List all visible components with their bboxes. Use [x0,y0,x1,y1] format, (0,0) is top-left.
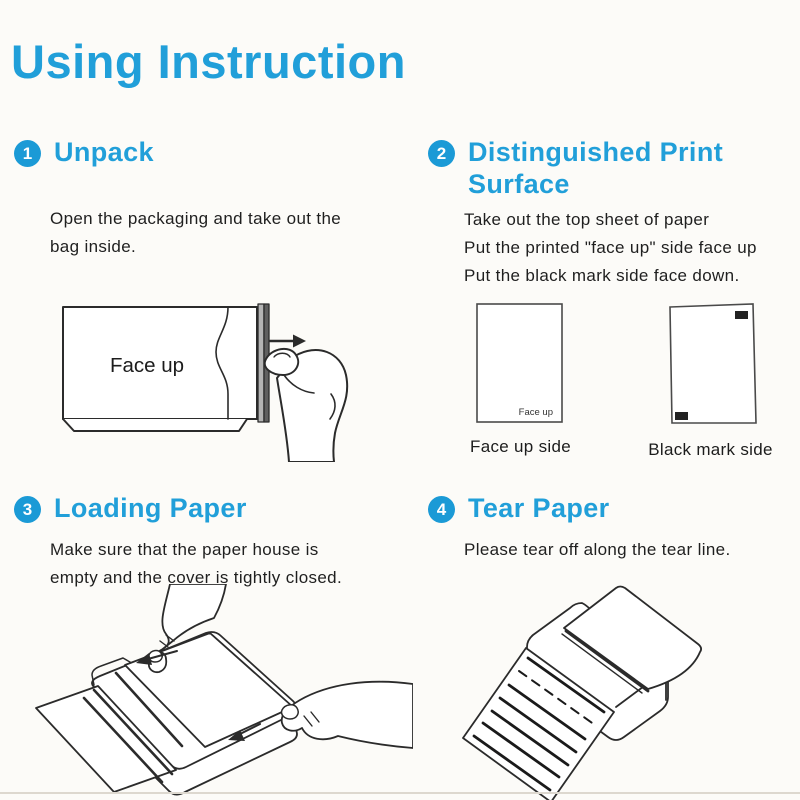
step-2-badge-icon: 2 [428,140,455,167]
insert-arrow-left-head-icon [136,653,152,665]
section-1-body: Open the packaging and take out the bag … [50,205,341,261]
black-mark-top [735,311,748,319]
thumb-line [283,374,315,394]
insert-arrow-left-icon [147,650,178,660]
loading-paper-illustration [28,584,413,800]
body-line: Put the black mark side face down. [464,266,740,285]
insert-arrow-right-head-icon [228,730,245,741]
section-1-title: Unpack [54,137,154,167]
tear-strip [257,303,265,423]
section-2-title: Distinguished Print Surface [468,137,724,199]
face-up-side-caption: Face up side [470,437,571,456]
page-title: Using Instruction [11,35,406,88]
insert-arrow-right-icon [237,723,261,736]
section-4-heading: 4 Tear Paper [428,492,610,524]
page-bottom-edge [0,792,800,794]
step-3-badge-icon: 3 [14,496,41,523]
finger-line [159,640,169,648]
section-1-heading: 1 Unpack [14,136,154,168]
pull-arrow-head-icon [293,334,306,348]
body-line: Take out the top sheet of paper [464,210,710,229]
input-slot-line [564,629,650,693]
fingertip-graphic [263,347,300,376]
finger-line [303,715,313,727]
section-3-heading: 3 Loading Paper [14,492,247,524]
body-line: Put the printed "face up" side face up [464,238,757,257]
sheet-face-up-label: Face up [519,407,553,418]
pack-face-up-label: Face up [110,354,184,377]
body-line: Make sure that the paper house is [50,540,319,559]
face-up-sheet [476,303,563,423]
pack-bottom-lip [62,418,248,432]
finger-line [310,711,320,723]
tear-line [518,670,596,726]
step-4-badge-icon: 4 [428,496,455,523]
supply-paper [563,585,703,690]
output-slot-line [92,688,174,776]
section-2-body: Take out the top sheet of paper Put the … [464,206,757,290]
section-4-body: Please tear off along the tear line. [464,536,731,564]
finger-line [165,634,175,642]
black-mark-sheet [669,303,757,424]
tear-paper-illustration [432,576,800,800]
knuckle-line [329,393,336,420]
wrapper-fold-line [215,306,229,420]
print-surface-illustration: Face up [440,296,800,432]
left-hand-graphic [147,584,227,674]
printer-left-cap-line [91,657,143,686]
section-2-heading: 2 Distinguished Print Surface [428,136,768,200]
body-line: bag inside. [50,237,137,256]
section-3-body: Make sure that the paper house is empty … [50,536,342,592]
hand-graphic [276,349,349,462]
unpack-illustration: Face up [30,282,380,462]
right-thumbtip [280,704,299,720]
input-slot-line [114,671,184,748]
right-hand-graphic [280,680,413,749]
black-mark-side-caption: Black mark side [648,440,773,459]
fingernail-line [273,352,291,358]
section-3-title: Loading Paper [54,493,247,523]
step-1-badge-icon: 1 [14,140,41,167]
body-line: Open the packaging and take out the [50,209,342,228]
output-slot-line-2 [82,696,164,784]
input-slot-line-2 [561,633,643,694]
section-4-title: Tear Paper [468,493,610,523]
printed-lines [472,656,606,792]
body-line: empty and the cover is tightly closed. [50,568,343,587]
black-mark-bottom [675,412,688,420]
body-line: Please tear off along the tear line. [464,540,731,559]
